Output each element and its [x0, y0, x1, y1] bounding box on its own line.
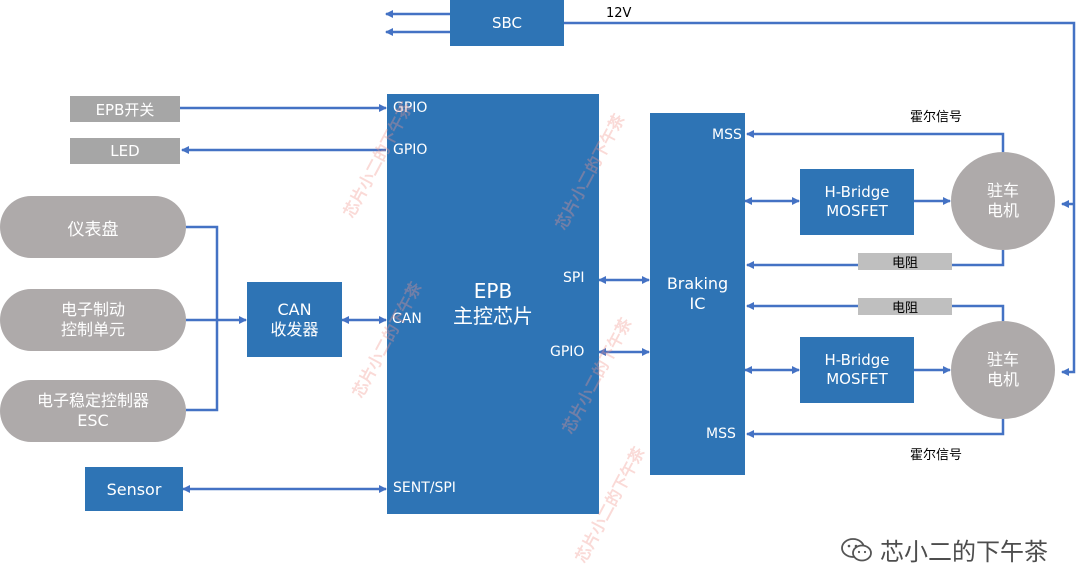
braking-ic: Braking IC — [650, 113, 745, 475]
ebcu-pill: 电子制动 控制单元 — [0, 289, 186, 351]
h-bridge-bottom: H-Bridge MOSFET — [800, 337, 914, 403]
can-pin: CAN — [392, 311, 422, 327]
hall-signal-label-top: 霍尔信号 — [910, 110, 963, 125]
sbc-block: SBC — [450, 0, 564, 46]
motor-top-line2: 电机 — [986, 201, 1019, 220]
12v-label: 12V — [606, 6, 632, 21]
motor-top-line1: 驻车 — [986, 181, 1019, 200]
braking-ic-line1: Braking — [666, 274, 729, 293]
resistor-bottom: 电阻 — [858, 298, 952, 316]
esc-label-line1: 电子稳定控制器 — [36, 391, 149, 410]
epb-switch-label: EPB开关 — [95, 100, 155, 119]
gpio-pin-2: GPIO — [393, 142, 428, 158]
motor-bottom-line1: 驻车 — [986, 350, 1019, 369]
hall-signal-label-bottom: 霍尔信号 — [910, 448, 963, 463]
esc-label-line2: ESC — [77, 411, 109, 430]
led-label: LED — [110, 142, 140, 160]
h-bridge-bottom-line1: H-Bridge — [824, 351, 890, 370]
h-bridge-top: H-Bridge MOSFET — [800, 169, 914, 235]
sent-spi-pin: SENT/SPI — [393, 480, 456, 496]
can-transceiver-line1: CAN — [277, 299, 312, 319]
footer-text: 芯小二的下午茶 — [880, 538, 1048, 566]
wechat-icon — [841, 537, 872, 561]
resistor-top: 电阻 — [858, 253, 952, 271]
h-bridge-bottom-line2: MOSFET — [826, 370, 888, 388]
dashboard-pill: 仪表盘 — [0, 196, 186, 258]
ebcu-label-line1: 电子制动 — [60, 300, 125, 319]
epb-main-line1: EPB — [473, 279, 513, 303]
esc-pill: 电子稳定控制器 ESC — [0, 380, 186, 442]
gpio-pin-3: GPIO — [550, 344, 585, 360]
epb-switch-block: EPB开关 — [70, 96, 180, 122]
spi-pin: SPI — [563, 270, 585, 286]
footer-credit: 芯小二的下午茶 — [840, 532, 1048, 567]
h-bridge-top-line1: H-Bridge — [824, 183, 890, 202]
mss-pin-bottom: MSS — [706, 426, 736, 442]
braking-ic-line2: IC — [689, 294, 706, 313]
can-transceiver-line2: 收发器 — [270, 319, 319, 339]
sensor-block: Sensor — [85, 467, 183, 511]
parking-motor-top: 驻车 电机 — [951, 152, 1055, 250]
motor-bottom-line2: 电机 — [986, 370, 1019, 389]
can-transceiver-block: CAN 收发器 — [247, 282, 342, 357]
sensor-label: Sensor — [106, 479, 162, 499]
dashboard-label: 仪表盘 — [67, 219, 119, 240]
ebcu-label-line2: 控制单元 — [60, 320, 125, 339]
resistor-top-label: 电阻 — [891, 256, 918, 271]
led-block: LED — [70, 138, 180, 164]
epb-main-chip: EPB 主控芯片 — [387, 94, 599, 514]
epb-main-line2: 主控芯片 — [453, 304, 533, 328]
gpio-pin-1: GPIO — [393, 100, 428, 116]
mss-pin-top: MSS — [712, 127, 742, 143]
sbc-label: SBC — [491, 14, 523, 32]
resistor-bottom-label: 电阻 — [891, 301, 918, 316]
h-bridge-top-line2: MOSFET — [826, 202, 888, 220]
parking-motor-bottom: 驻车 电机 — [951, 321, 1055, 419]
